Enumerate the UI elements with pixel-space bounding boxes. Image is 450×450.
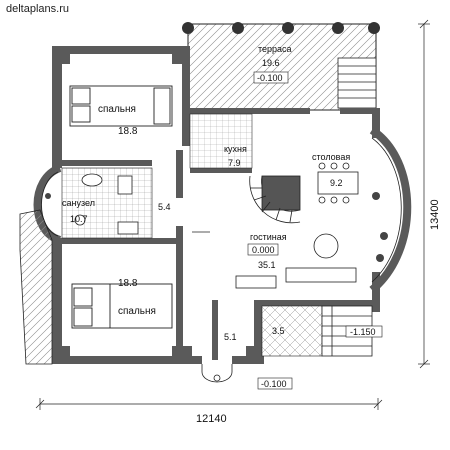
bedroom-top-area: 18.8 xyxy=(118,126,138,137)
terrace-columns xyxy=(182,22,380,34)
entrance-level: -0.100 xyxy=(261,379,287,389)
porch-level: -1.150 xyxy=(350,327,376,337)
kitchen-area: 7.9 xyxy=(228,158,241,168)
bathroom-name: санузел xyxy=(62,198,95,208)
plants xyxy=(45,192,388,262)
kitchen-floor xyxy=(189,113,253,169)
dimension-lines xyxy=(35,19,430,410)
bedroom-bottom-name: спальня xyxy=(118,306,156,317)
bedroom-top-name: спальня xyxy=(98,104,136,115)
bathroom-area: 10.7 xyxy=(70,214,88,224)
watermark: deltaplans.ru xyxy=(6,3,69,15)
bed-bottom xyxy=(71,283,173,329)
dining-name: столовая xyxy=(312,152,350,162)
left-bay xyxy=(33,164,62,244)
bottom-window xyxy=(201,364,233,383)
terrace-stairs xyxy=(337,57,377,109)
hall-area: 5.4 xyxy=(158,202,171,212)
height-dimension: 13400 xyxy=(429,199,441,230)
dining-area: 9.2 xyxy=(330,178,343,188)
right-bay xyxy=(369,126,412,294)
terrace-name: терраса xyxy=(258,44,292,54)
terrace-area: 19.6 xyxy=(262,58,280,68)
width-dimension: 12140 xyxy=(196,413,227,425)
living-furniture xyxy=(192,231,357,289)
side-roof xyxy=(19,209,53,365)
bath-fixtures xyxy=(74,173,139,235)
living-area: 35.1 xyxy=(258,260,276,270)
spiral-stair xyxy=(249,175,301,224)
dining-table xyxy=(317,162,359,204)
bed-top xyxy=(69,85,173,127)
room-labels: терраса 19.6 -0.100 спальня 18.8 кухня 7… xyxy=(62,44,441,425)
exterior-walls xyxy=(52,46,380,364)
vestibule-floor xyxy=(261,305,323,357)
terrace-area xyxy=(182,22,380,111)
terrace-level: -0.100 xyxy=(257,73,283,83)
living-level: 0.000 xyxy=(252,245,275,255)
vestibule-area: 3.5 xyxy=(272,326,285,336)
closet-area: 5.1 xyxy=(224,332,237,342)
bedroom-bottom-area: 18.8 xyxy=(118,278,138,289)
kitchen-name: кухня xyxy=(224,144,247,154)
living-name: гостиная xyxy=(250,232,287,242)
